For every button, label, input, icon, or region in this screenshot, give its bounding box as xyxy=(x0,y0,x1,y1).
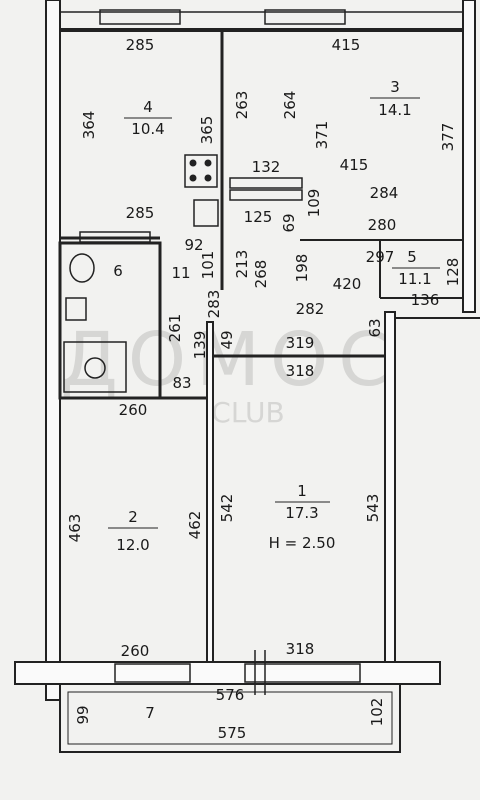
room-5-area: 11.1 xyxy=(398,270,431,288)
dim-365: 365 xyxy=(198,116,216,145)
dim-282: 282 xyxy=(296,300,325,318)
balcony-outline xyxy=(59,683,401,753)
dim-283: 283 xyxy=(205,290,223,319)
watermark-subtext: CLUB xyxy=(211,396,284,429)
bathtub-icon xyxy=(63,341,127,393)
dim-69: 69 xyxy=(280,213,298,232)
dim-101: 101 xyxy=(199,251,217,280)
dim-264: 264 xyxy=(281,91,299,120)
watermark-text: ДОМОС xyxy=(60,317,400,403)
room-6-number: 6 xyxy=(113,262,123,280)
ceiling-height: H = 2.50 xyxy=(269,534,336,552)
room-3-number: 3 xyxy=(390,78,400,96)
room-11-number: 11 xyxy=(171,264,190,282)
wall-bottom xyxy=(14,661,441,685)
dim-268: 268 xyxy=(252,260,270,289)
dim-463: 463 xyxy=(66,514,84,543)
dim-280: 280 xyxy=(368,216,397,234)
dim-83: 83 xyxy=(172,374,191,392)
dim-285-top: 285 xyxy=(126,36,155,54)
room-5-number: 5 xyxy=(407,248,417,266)
dim-132: 132 xyxy=(252,158,281,176)
dim-415-mid: 415 xyxy=(340,156,369,174)
room-3-area: 14.1 xyxy=(378,101,411,119)
dim-99: 99 xyxy=(74,705,92,724)
dim-263: 263 xyxy=(233,91,251,120)
toilet-icon xyxy=(69,253,95,283)
dim-297: 297 xyxy=(366,248,395,266)
dimension-labels-vertical: 364 365 263 264 371 377 109 69 101 213 2… xyxy=(66,91,462,727)
washbasin-icon xyxy=(65,297,87,321)
room-4-number: 4 xyxy=(143,98,153,116)
dim-139: 139 xyxy=(191,331,209,360)
dim-49: 49 xyxy=(218,330,236,349)
stove-icon xyxy=(184,154,218,188)
dim-128: 128 xyxy=(444,258,462,287)
dim-63: 63 xyxy=(366,318,384,337)
dim-575: 575 xyxy=(218,724,247,742)
dim-260-mid: 260 xyxy=(119,401,148,419)
dim-415-top: 415 xyxy=(332,36,361,54)
room-labels: 4 10.4 3 14.1 5 11.1 6 11 2 12.0 1 17.3 … xyxy=(108,78,440,722)
room-7-number: 7 xyxy=(145,704,155,722)
dim-542: 542 xyxy=(218,494,236,523)
dim-371: 371 xyxy=(313,121,331,150)
dim-102: 102 xyxy=(368,698,386,727)
dim-543: 543 xyxy=(364,494,382,523)
sink-icon xyxy=(193,199,219,227)
dim-364: 364 xyxy=(80,111,98,140)
dim-285-mid: 285 xyxy=(126,204,155,222)
dim-109: 109 xyxy=(305,189,323,218)
dim-318-mid: 318 xyxy=(286,362,315,380)
room-4-area: 10.4 xyxy=(131,120,164,138)
dim-136: 136 xyxy=(411,291,440,309)
dim-576: 576 xyxy=(216,686,245,704)
room-1-area: 17.3 xyxy=(285,504,318,522)
wall-outer-right-lower xyxy=(384,311,396,663)
dim-260-bot: 260 xyxy=(121,642,150,660)
dim-92: 92 xyxy=(184,236,203,254)
wall-outer-left xyxy=(45,0,61,701)
window-room2 xyxy=(114,663,191,683)
dim-319: 319 xyxy=(286,334,315,352)
dim-377: 377 xyxy=(439,123,457,152)
dim-261: 261 xyxy=(166,314,184,343)
wall-room2-room1 xyxy=(206,321,214,663)
room-1-number: 1 xyxy=(297,482,307,500)
dim-198: 198 xyxy=(293,254,311,283)
dim-284: 284 xyxy=(370,184,399,202)
dim-213: 213 xyxy=(233,250,251,279)
window-room1 xyxy=(244,663,361,683)
room-2-area: 12.0 xyxy=(116,536,149,554)
room-2-number: 2 xyxy=(128,508,138,526)
dimension-labels: 285 415 415 284 132 125 280 285 92 297 1… xyxy=(119,36,440,742)
dim-420: 420 xyxy=(333,275,362,293)
wall-outer-right-upper xyxy=(462,0,476,313)
dim-318-bot: 318 xyxy=(286,640,315,658)
dim-462: 462 xyxy=(186,511,204,540)
dim-125: 125 xyxy=(244,208,273,226)
